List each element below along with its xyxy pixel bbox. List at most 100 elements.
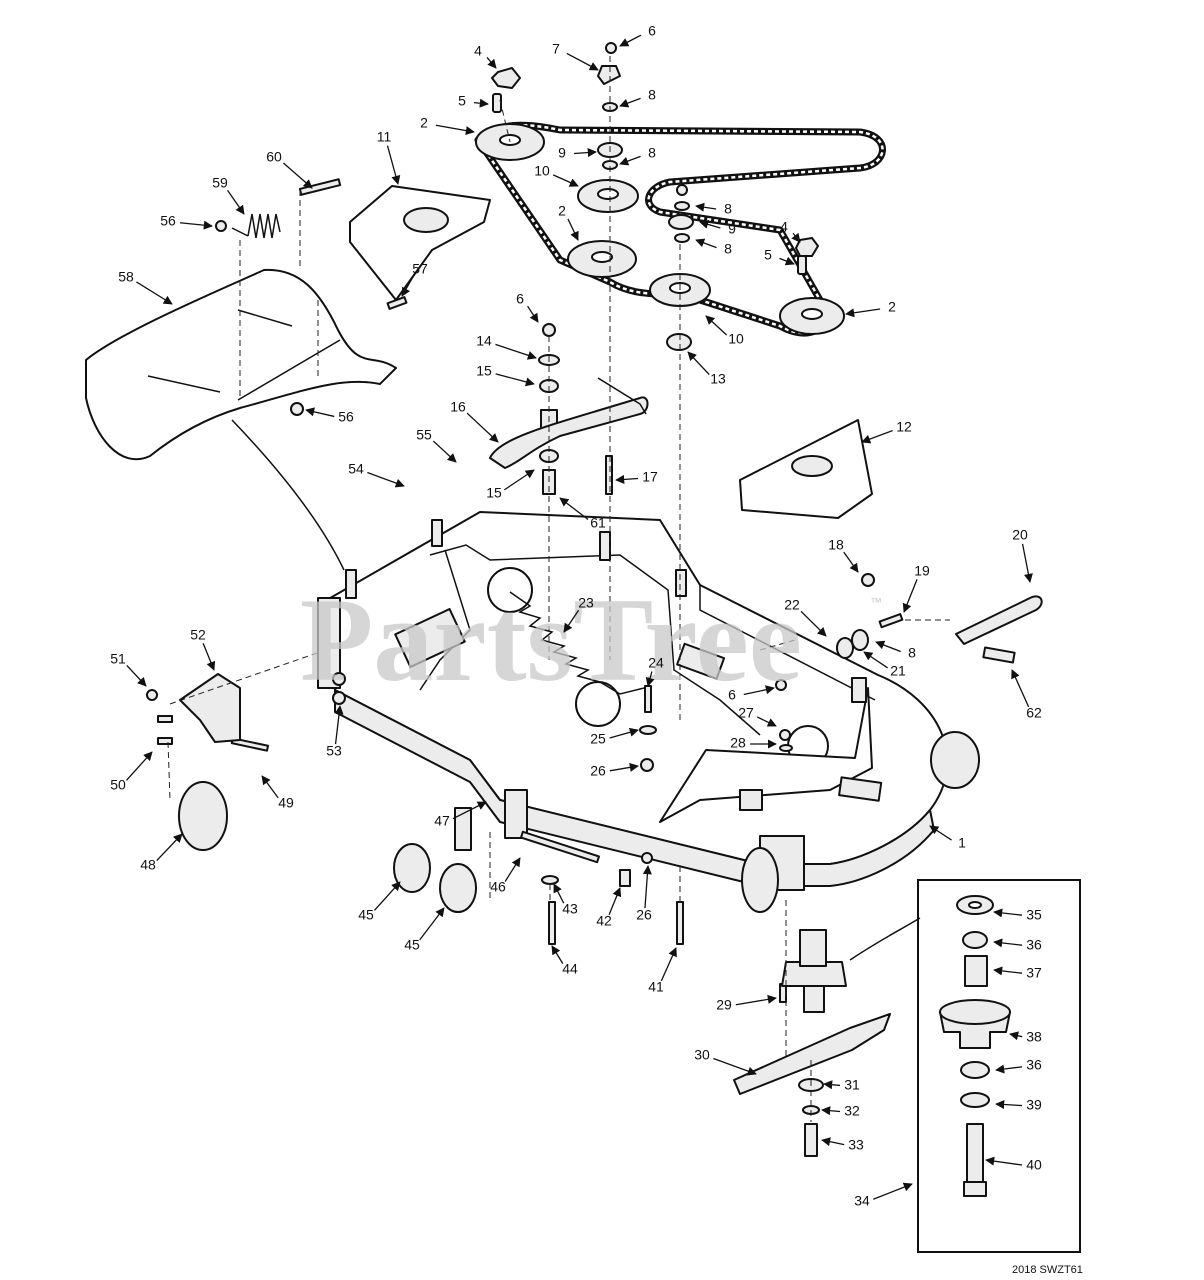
callout-label-c15b: 15 [486, 485, 502, 501]
callout-label-c20: 20 [1012, 527, 1028, 543]
callout-leader-c12 [861, 429, 893, 444]
callout-leader-c45a [374, 881, 401, 911]
callout-leader-c13 [687, 351, 710, 375]
callout-leader-c49 [261, 775, 279, 799]
callout-label-c36a: 36 [1026, 937, 1042, 953]
callout-leader-c15a [495, 373, 535, 387]
callout-leader-c8b [619, 155, 641, 166]
anti-scalp-wheels [178, 731, 980, 913]
callout-leader-c5b [779, 256, 795, 266]
belt-covers [349, 185, 873, 519]
callout-label-c11: 11 [377, 129, 392, 145]
callout-label-c39: 39 [1026, 1097, 1042, 1113]
tension-spring [509, 591, 645, 695]
callout-label-c40: 40 [1026, 1157, 1042, 1173]
callout-leader-c2a [435, 124, 475, 136]
callout-leader-c7 [566, 52, 599, 71]
callout-leader-c44 [551, 945, 564, 964]
callout-label-c10b: 10 [728, 331, 744, 347]
gauge-wheel-bracket [179, 673, 241, 743]
callout-label-c19: 19 [914, 563, 930, 579]
callout-label-c56b: 56 [338, 409, 354, 425]
callout-label-c41: 41 [648, 979, 664, 995]
watermark-trademark: ™ [870, 595, 882, 609]
callout-leader-c2c [845, 308, 881, 318]
callout-label-c29: 29 [716, 997, 732, 1013]
mower-blade [733, 1013, 891, 1095]
callout-leader-c8d [695, 238, 717, 249]
callout-leader-c42 [608, 887, 622, 916]
callout-label-c56a: 56 [160, 213, 176, 229]
callout-label-c8a: 8 [648, 87, 656, 103]
callout-leader-c55 [432, 440, 457, 463]
idler-arm [489, 377, 649, 469]
callout-label-c5b: 5 [764, 247, 772, 263]
callout-label-c45a: 45 [358, 907, 374, 923]
callout-label-c58: 58 [118, 269, 134, 285]
callout-leader-c27 [756, 716, 777, 727]
callout-leader-c9b [699, 219, 721, 229]
callout-leader-c32 [821, 1106, 841, 1116]
callout-leader-c11 [386, 145, 401, 185]
callout-leader-c50 [126, 751, 153, 781]
callout-label-c52: 52 [190, 627, 206, 643]
deck-baffles [659, 687, 883, 823]
callout-label-c16: 16 [450, 399, 466, 415]
callout-label-c5a: 5 [458, 93, 466, 109]
callout-label-c12: 12 [896, 419, 912, 435]
callout-leader-c52 [202, 642, 216, 671]
callout-label-c22: 22 [784, 597, 800, 613]
callout-leader-c36b [995, 1064, 1023, 1074]
callout-label-c62: 62 [1026, 705, 1042, 721]
callout-leader-c60 [282, 162, 313, 189]
callout-label-c60: 60 [266, 149, 282, 165]
callout-leader-c9a [573, 148, 597, 158]
callout-leader-c22 [800, 610, 827, 637]
callout-leader-c34 [873, 1182, 913, 1200]
callout-leader-c25 [609, 727, 639, 739]
chute-spring [231, 213, 281, 239]
callout-leader-c39 [995, 1099, 1023, 1110]
callout-label-c59: 59 [212, 175, 228, 191]
callout-label-c8b: 8 [648, 145, 656, 161]
assembly-centerlines [167, 56, 950, 1122]
callout-leader-c56a [179, 220, 213, 230]
callout-label-c23: 23 [578, 595, 594, 611]
callout-leader-c16 [466, 412, 499, 443]
callout-leader-c33 [821, 1137, 845, 1147]
callout-label-c18: 18 [828, 537, 844, 553]
callout-label-c45b: 45 [404, 937, 420, 953]
callout-leader-c41 [660, 947, 677, 982]
callout-labels: 1222445566678888899101011121314151516171… [110, 23, 1042, 1209]
callout-label-c4b: 4 [780, 219, 788, 235]
callout-label-c15a: 15 [476, 363, 492, 379]
callout-leader-c23 [563, 609, 580, 633]
height-adjust-lever [955, 595, 1043, 664]
callout-leader-c51 [126, 664, 147, 687]
callout-leader-c31 [823, 1080, 841, 1090]
callout-leader-c20 [1021, 543, 1033, 583]
callout-label-c44: 44 [562, 961, 578, 977]
callout-label-c6a: 6 [648, 23, 656, 39]
callout-label-c51: 51 [110, 651, 126, 667]
callout-label-c1: 1 [958, 835, 966, 851]
callout-leader-c6a [619, 34, 642, 47]
callout-leader-c8e [875, 640, 901, 653]
callout-leader-c1 [929, 825, 952, 841]
spindle-assembly [781, 929, 847, 1013]
callout-label-c6c: 6 [728, 687, 736, 703]
callout-leader-c14 [495, 343, 537, 360]
callout-leader-c15b [503, 469, 535, 491]
callout-label-c30: 30 [694, 1047, 710, 1063]
callout-label-c8e: 8 [908, 645, 916, 661]
callout-leader-c57 [401, 276, 414, 297]
callout-label-c61: 61 [590, 515, 606, 531]
callout-label-c7: 7 [552, 41, 560, 57]
pulleys [475, 123, 845, 335]
callout-leader-c6c [743, 685, 775, 696]
callout-label-c26a: 26 [590, 763, 606, 779]
callout-label-c10a: 10 [534, 163, 550, 179]
spindle-inset-box [849, 879, 1081, 1253]
callout-leader-c58 [136, 281, 173, 305]
callout-leader-c26a [609, 762, 639, 772]
